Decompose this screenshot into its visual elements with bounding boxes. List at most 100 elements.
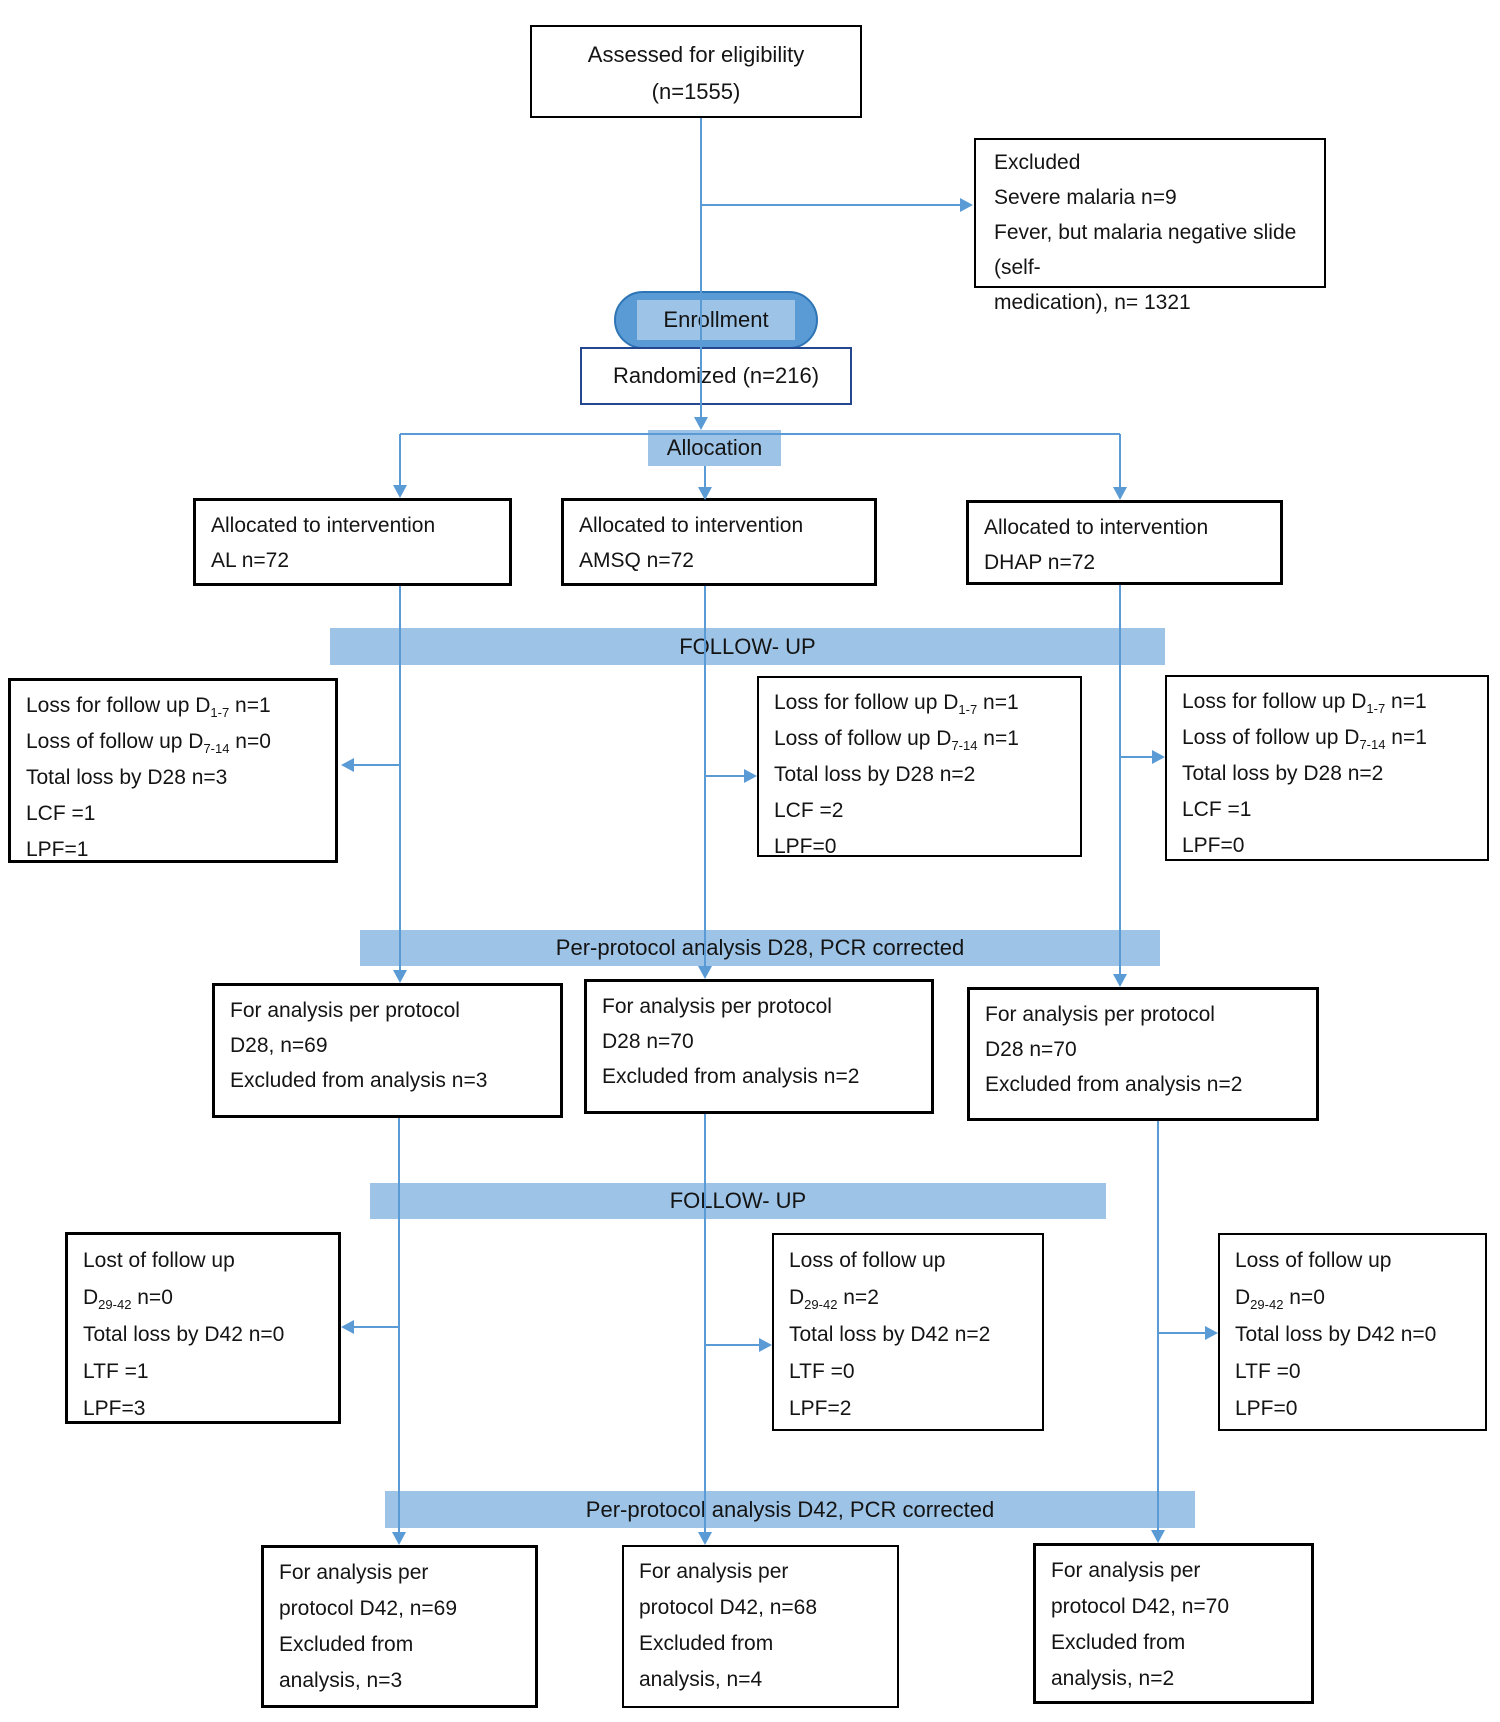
- allocation-box-amsq: Allocated to intervention AMSQ n=72: [561, 498, 877, 586]
- subscript: 29-42: [98, 1297, 132, 1313]
- arrowhead-down-pp28-amsq: [698, 966, 712, 979]
- alloc-al-count: AL n=72: [211, 549, 290, 572]
- loss2-amsq-line2: D29-42 n=2: [789, 1279, 1027, 1316]
- pp28-dhap-line1: For analysis per protocol: [985, 1003, 1215, 1026]
- excluded-box: Excluded Severe malaria n=9 Fever, but m…: [974, 138, 1326, 314]
- allocation-band-label: Allocation: [666, 435, 763, 460]
- text: Loss of follow up D: [26, 730, 204, 753]
- subscript: 7-14: [1359, 737, 1386, 753]
- text: n=2: [837, 1286, 879, 1309]
- loss2-al-ltf: LTF =1: [83, 1360, 149, 1383]
- alloc-amsq-count: AMSQ n=72: [579, 549, 694, 572]
- excluded-fever-line1: Fever, but malaria negative slide (self-: [994, 221, 1297, 279]
- loss1-al-lpf: LPF=1: [26, 838, 89, 861]
- arrowhead-right-loss2-amsq: [759, 1338, 772, 1352]
- loss2-dhap-line1: Loss of follow up: [1235, 1249, 1392, 1272]
- arrowhead-left-loss1-al: [341, 758, 354, 772]
- loss1-dhap-line1: Loss for follow up D1-7 n=1: [1182, 684, 1472, 720]
- text: n=0: [1283, 1286, 1325, 1309]
- text: n=0: [229, 730, 271, 753]
- text: D: [1235, 1286, 1251, 1309]
- loss-followup-d28-box-al: Loss for follow up D1-7 n=1 Loss of foll…: [8, 678, 338, 863]
- loss2-amsq-total: Total loss by D42 n=2: [789, 1323, 991, 1346]
- text: Loss for follow up D: [774, 691, 959, 714]
- per-protocol-d28-band-label: Per-protocol analysis D28, PCR corrected: [555, 935, 965, 960]
- pp42-amsq-line1: For analysis per: [639, 1560, 789, 1583]
- loss2-al-line1: Lost of follow up: [83, 1249, 235, 1272]
- arrowhead-right-loss2-dhap: [1205, 1326, 1218, 1340]
- pp42-al-excluded1: Excluded from: [279, 1633, 414, 1656]
- excluded-severe-malaria: Severe malaria n=9: [994, 186, 1177, 209]
- per-protocol-d42-box-amsq: For analysis per protocol D42, n=68 Excl…: [622, 1545, 899, 1708]
- subscript: 29-42: [804, 1297, 838, 1313]
- arrowhead-right-loss1-amsq: [744, 769, 757, 783]
- randomized-box: Randomized (n=216): [580, 347, 852, 405]
- loss2-amsq-line1: Loss of follow up: [789, 1249, 946, 1272]
- loss1-al-total: Total loss by D28 n=3: [26, 766, 228, 789]
- arrowhead-down-pp42-al: [392, 1532, 406, 1545]
- pp28-al-line1: For analysis per protocol: [230, 999, 460, 1022]
- text: n=1: [977, 727, 1019, 750]
- text: n=1: [1385, 726, 1427, 749]
- followup-band-1: FOLLOW- UP: [330, 628, 1165, 665]
- loss1-al-line2: Loss of follow up D7-14 n=0: [26, 724, 320, 760]
- loss-followup-d42-box-amsq: Loss of follow up D29-42 n=2 Total loss …: [772, 1233, 1044, 1431]
- subscript: 1-7: [210, 705, 230, 721]
- allocation-band: Allocation: [648, 430, 781, 466]
- pp28-amsq-line1: For analysis per protocol: [602, 995, 832, 1018]
- loss1-dhap-lcf: LCF =1: [1182, 798, 1252, 821]
- text: Loss for follow up D: [1182, 690, 1367, 713]
- loss1-amsq-lpf: LPF=0: [774, 835, 837, 858]
- arrowhead-down-alloc-dhap: [1113, 487, 1127, 500]
- per-protocol-d42-band-label: Per-protocol analysis D42, PCR corrected: [585, 1497, 995, 1522]
- excluded-title: Excluded: [994, 151, 1081, 174]
- loss1-dhap-line2: Loss of follow up D7-14 n=1: [1182, 720, 1472, 756]
- arrowhead-right-loss1-dhap: [1152, 750, 1165, 764]
- assessed-line1: Assessed for eligibility: [587, 42, 805, 67]
- loss1-amsq-total: Total loss by D28 n=2: [774, 763, 976, 786]
- loss1-al-lcf: LCF =1: [26, 802, 96, 825]
- arrowhead-down-pp42-dhap: [1151, 1530, 1165, 1543]
- per-protocol-d28-box-amsq: For analysis per protocol D28 n=70 Exclu…: [584, 979, 934, 1114]
- pp42-al-line1: For analysis per: [279, 1561, 429, 1584]
- subscript: 7-14: [203, 741, 230, 757]
- randomized-label: Randomized (n=216): [612, 363, 820, 388]
- loss1-dhap-lpf: LPF=0: [1182, 834, 1245, 857]
- arrowhead-down-allocation: [694, 417, 708, 430]
- text: n=1: [229, 694, 271, 717]
- allocation-box-al: Allocated to intervention AL n=72: [193, 498, 512, 586]
- loss2-dhap-line2: D29-42 n=0: [1235, 1279, 1470, 1316]
- followup-band-1-label: FOLLOW- UP: [679, 634, 816, 659]
- text: D: [83, 1286, 99, 1309]
- subscript: 29-42: [1250, 1297, 1284, 1313]
- loss1-amsq-line2: Loss of follow up D7-14 n=1: [774, 721, 1065, 757]
- text: n=1: [977, 691, 1019, 714]
- per-protocol-d28-band: Per-protocol analysis D28, PCR corrected: [360, 930, 1160, 966]
- loss2-dhap-ltf: LTF =0: [1235, 1360, 1301, 1383]
- pp42-dhap-line1: For analysis per: [1051, 1559, 1201, 1582]
- pp42-dhap-excluded1: Excluded from: [1051, 1631, 1186, 1654]
- loss1-dhap-total: Total loss by D28 n=2: [1182, 762, 1384, 785]
- loss-followup-d42-box-dhap: Loss of follow up D29-42 n=0 Total loss …: [1218, 1233, 1487, 1431]
- subscript: 1-7: [1366, 701, 1386, 717]
- arrowhead-down-pp28-al: [393, 970, 407, 983]
- arrowhead-down-pp42-amsq: [698, 1532, 712, 1545]
- loss2-dhap-total: Total loss by D42 n=0: [1235, 1323, 1437, 1346]
- allocation-box-dhap: Allocated to intervention DHAP n=72: [966, 500, 1283, 585]
- assessed-count: (n=1555): [651, 79, 741, 104]
- loss-followup-d28-box-amsq: Loss for follow up D1-7 n=1 Loss of foll…: [757, 676, 1082, 858]
- pp42-al-count: protocol D42, n=69: [279, 1597, 458, 1620]
- loss2-al-line2: D29-42 n=0: [83, 1279, 323, 1316]
- followup-band-2-label: FOLLOW- UP: [669, 1188, 807, 1213]
- excluded-fever-line2: medication), n= 1321: [994, 291, 1191, 314]
- text: n=1: [1385, 690, 1427, 713]
- pp42-amsq-count: protocol D42, n=68: [639, 1596, 818, 1619]
- loss-followup-d28-box-dhap: Loss for follow up D1-7 n=1 Loss of foll…: [1165, 675, 1489, 861]
- per-protocol-d42-band: Per-protocol analysis D42, PCR corrected: [385, 1491, 1195, 1528]
- enrollment-pill: Enrollment: [614, 291, 818, 349]
- text: Loss of follow up D: [1182, 726, 1360, 749]
- loss1-amsq-line1: Loss for follow up D1-7 n=1: [774, 685, 1065, 721]
- pp28-al-excluded: Excluded from analysis n=3: [230, 1069, 488, 1092]
- assessed-eligibility-box: Assessed for eligibility (n=1555): [530, 25, 862, 118]
